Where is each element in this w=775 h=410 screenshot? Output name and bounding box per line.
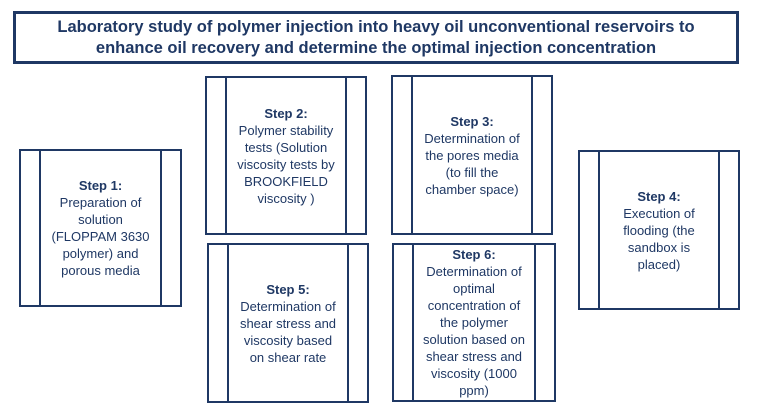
step-6-box: Step 6: Determination of optimal concent… xyxy=(392,243,556,402)
diagram-title-line-2: enhance oil recovery and determine the o… xyxy=(95,38,657,57)
step-5-left-inner-line xyxy=(227,245,229,401)
diagram-title-line-1: Laboratory study of polymer injection in… xyxy=(57,17,695,36)
step-2-right-inner-line xyxy=(345,78,347,233)
title-box: Laboratory study of polymer injection in… xyxy=(13,11,739,64)
step-6-heading: Step 6: xyxy=(452,247,496,262)
step-4-left-inner-line xyxy=(598,152,600,308)
step-6-content: Step 6: Determination of optimal concent… xyxy=(416,245,532,400)
step-1-right-inner-line xyxy=(160,151,162,305)
step-1-left-inner-line xyxy=(39,151,41,305)
step-5-right-inner-line xyxy=(347,245,349,401)
step-5-heading: Step 5: xyxy=(266,281,310,297)
step-6-body: Determination of optimal concentration o… xyxy=(423,264,525,398)
step-3-right-inner-line xyxy=(531,77,533,233)
step-2-box: Step 2: Polymer stability tests (Solutio… xyxy=(205,76,367,235)
step-3-heading: Step 3: xyxy=(450,113,494,129)
step-4-content: Step 4: Execution of flooding (the sandb… xyxy=(602,152,716,308)
step-4-right-inner-line xyxy=(718,152,720,308)
step-1-body: Preparation of solution (FLOPPAM 3630 po… xyxy=(51,195,150,278)
step-2-content: Step 2: Polymer stability tests (Solutio… xyxy=(229,78,343,233)
step-3-left-inner-line xyxy=(411,77,413,233)
step-5-body: Determination of shear stress and viscos… xyxy=(239,298,337,365)
step-1-box: Step 1: Preparation of solution (FLOPPAM… xyxy=(19,149,182,307)
step-2-left-inner-line xyxy=(225,78,227,233)
step-3-content: Step 3: Determination of the pores media… xyxy=(415,77,529,233)
step-4-body: Execution of flooding (the sandbox is pl… xyxy=(623,205,695,272)
step-6-right-inner-line xyxy=(534,245,536,400)
step-5-box: Step 5: Determination of shear stress an… xyxy=(207,243,369,403)
step-2-body: Polymer stability tests (Solution viscos… xyxy=(237,122,335,206)
step-5-content: Step 5: Determination of shear stress an… xyxy=(231,245,345,401)
step-1-heading: Step 1: xyxy=(78,178,123,193)
step-4-box: Step 4: Execution of flooding (the sandb… xyxy=(578,150,740,310)
step-1-content: Step 1: Preparation of solution (FLOPPAM… xyxy=(43,151,158,305)
step-3-body: Determination of the pores media (to fil… xyxy=(424,130,520,197)
step-2-heading: Step 2: xyxy=(264,105,308,121)
step-6-left-inner-line xyxy=(412,245,414,400)
step-3-box: Step 3: Determination of the pores media… xyxy=(391,75,553,235)
step-4-heading: Step 4: xyxy=(637,188,681,204)
